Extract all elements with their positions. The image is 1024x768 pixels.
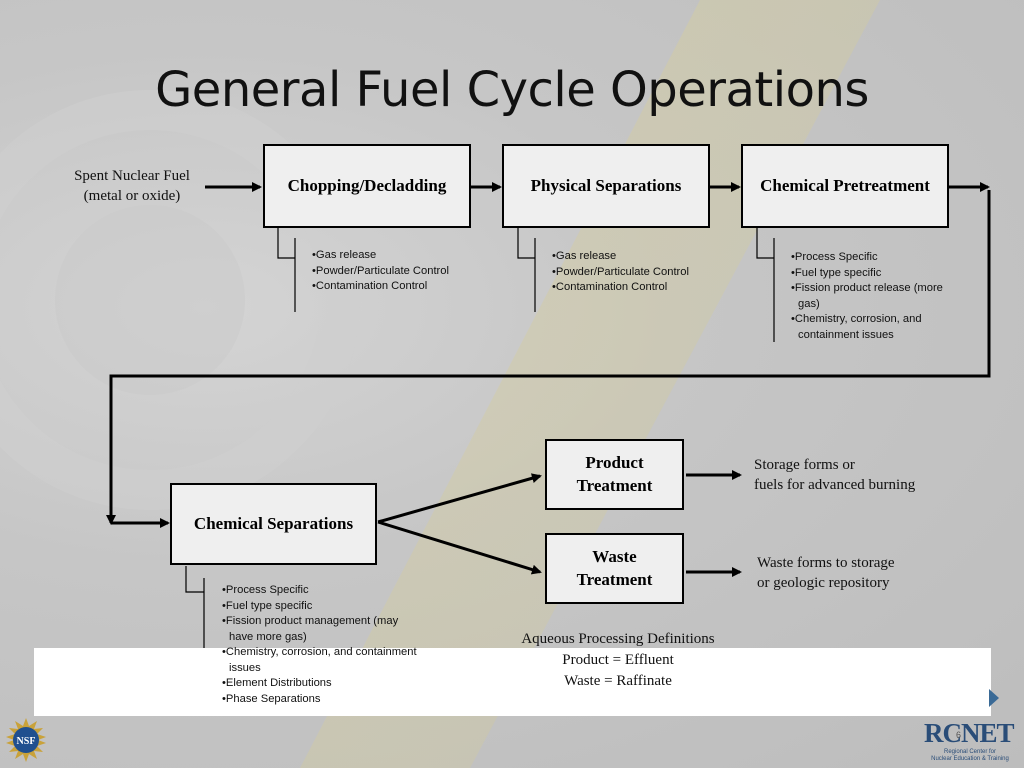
waste-treatment-box: Waste Treatment	[545, 533, 684, 604]
callout-chemical-separations	[185, 566, 204, 593]
pretreatment-notes: Process Specific Fuel type specific Fiss…	[791, 250, 963, 343]
product-treatment-line1: Product	[585, 452, 644, 472]
note-item: Process Specific	[222, 583, 418, 599]
chemical-separations-box: Chemical Separations	[170, 483, 377, 565]
page-number: 6	[956, 730, 962, 740]
rcnet-subtitle: Regional Center for Nuclear Education & …	[920, 749, 1020, 763]
chopping-decladding-box: Chopping/Decladding	[263, 144, 471, 228]
note-item: Powder/Particulate Control	[312, 264, 452, 280]
physical-separations-label: Physical Separations	[530, 175, 682, 195]
footer-band	[34, 648, 991, 716]
definitions-heading: Aqueous Processing Definitions	[521, 631, 715, 647]
next-slide-icon[interactable]	[988, 688, 1000, 708]
note-item: Gas release	[312, 248, 452, 264]
arrow-to-product-treatment	[377, 473, 542, 524]
waste-treatment-line2: Treatment	[576, 569, 653, 589]
callout-physical	[517, 228, 535, 259]
note-item: Powder/Particulate Control	[552, 265, 692, 281]
note-item: Fuel type specific	[222, 599, 418, 615]
rcnet-logo: RCNET 6 Regional Center for Nuclear Educ…	[920, 718, 1020, 766]
note-item: Process Specific	[791, 250, 963, 266]
input-label: Spent Nuclear Fuel (metal or oxide)	[58, 166, 206, 207]
input-label-line1: Spent Nuclear Fuel	[74, 168, 190, 184]
note-item: Element Distributions	[222, 676, 418, 692]
arrow-to-waste-treatment	[377, 520, 542, 575]
note-item: Fission product management (may have mor…	[222, 614, 418, 645]
chemical-separations-notes: Process Specific Fuel type specific Fiss…	[222, 583, 418, 707]
waste-output-label: Waste forms to storage or geologic repos…	[757, 553, 957, 594]
waste-treatment-line1: Waste	[592, 546, 637, 566]
nsf-logo-text: NSF	[17, 736, 36, 747]
slide-title: General Fuel Cycle Operations	[155, 62, 869, 118]
chopping-decladding-label: Chopping/Decladding	[287, 175, 447, 195]
chemical-pretreatment-label: Chemical Pretreatment	[760, 175, 930, 195]
product-output-line1: Storage forms or	[754, 457, 855, 473]
definitions-block: Aqueous Processing Definitions Product =…	[470, 629, 766, 692]
return-connector	[109, 190, 991, 518]
callout-pretreatment	[756, 228, 774, 259]
definitions-waste: Waste = Raffinate	[564, 673, 672, 689]
note-item: Gas release	[552, 249, 692, 265]
callout-chopping	[277, 228, 295, 259]
product-treatment-line2: Treatment	[576, 475, 653, 495]
input-label-line2: (metal or oxide)	[83, 188, 181, 205]
chopping-notes: Gas release Powder/Particulate Control C…	[312, 248, 452, 295]
physical-separations-box: Physical Separations	[502, 144, 710, 228]
waste-output-line2: or geologic repository	[757, 575, 890, 592]
note-item: Chemistry, corrosion, and containment is…	[222, 645, 418, 676]
physical-notes: Gas release Powder/Particulate Control C…	[552, 249, 692, 296]
waste-output-line1: Waste forms to storage	[757, 555, 895, 571]
note-item: Contamination Control	[312, 279, 452, 295]
note-item: Chemistry, corrosion, and containment is…	[791, 312, 963, 343]
note-item: Contamination Control	[552, 280, 692, 296]
definitions-product: Product = Effluent	[562, 652, 674, 668]
chemical-separations-label: Chemical Separations	[193, 513, 354, 533]
note-item: Phase Separations	[222, 692, 418, 708]
product-treatment-box: Product Treatment	[545, 439, 684, 510]
note-item: Fuel type specific	[791, 266, 963, 282]
chemical-pretreatment-box: Chemical Pretreatment	[741, 144, 949, 228]
product-output-label: Storage forms or fuels for advanced burn…	[754, 455, 954, 496]
product-output-line2: fuels for advanced burning	[754, 477, 916, 494]
rcnet-logo-text: RCNET	[924, 718, 1015, 748]
rcnet-subtitle-line2: Nuclear Education & Training	[931, 756, 1009, 762]
nsf-logo: NSF	[6, 718, 46, 762]
rcnet-subtitle-line1: Regional Center for	[943, 749, 997, 755]
note-item: Fission product release (more gas)	[791, 281, 963, 312]
